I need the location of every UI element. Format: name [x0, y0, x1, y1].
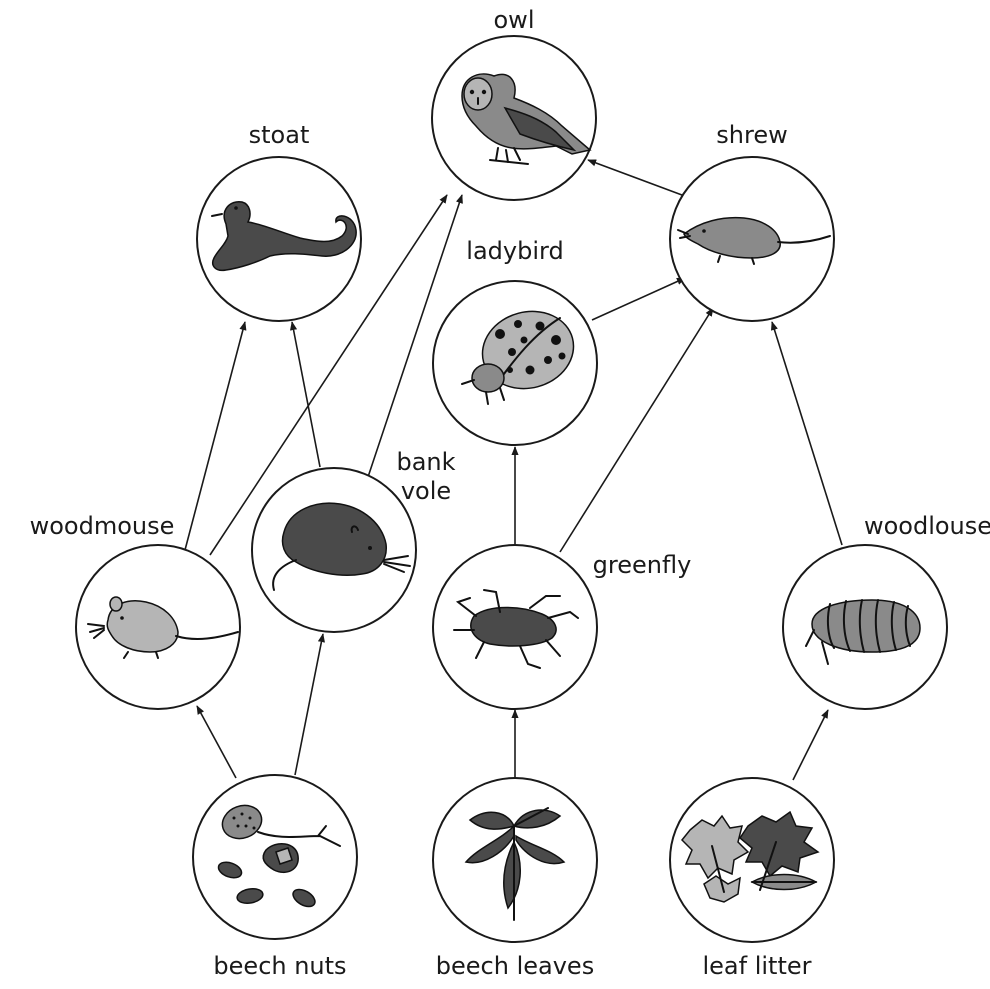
- beech-nuts-label: beech nuts: [213, 952, 346, 980]
- stoat-label: stoat: [249, 121, 310, 149]
- owl-label: owl: [494, 6, 535, 34]
- shrew-label: shrew: [716, 121, 787, 149]
- arrow-beech-nuts-to-woodmouse: [197, 706, 236, 778]
- node-woodlouse: woodlouse: [783, 512, 990, 709]
- node-woodmouse: woodmouse: [30, 512, 240, 709]
- woodlouse-label: woodlouse: [864, 512, 990, 540]
- node-shrew: shrew: [670, 121, 834, 321]
- arrow-woodlouse-to-shrew: [772, 322, 842, 545]
- node-owl: owl: [432, 6, 596, 200]
- node-ladybird: ladybird: [433, 237, 597, 445]
- node-beech-nuts: beech nuts: [193, 775, 357, 980]
- node-leaf-litter: leaf litter: [670, 778, 834, 980]
- ladybird-label: ladybird: [466, 237, 563, 265]
- leaf-litter-label: leaf litter: [702, 952, 811, 980]
- node-greenfly: greenfly: [433, 545, 691, 709]
- bank-vole-label-line2: vole: [401, 477, 451, 505]
- node-stoat: stoat: [197, 121, 361, 321]
- node-bank-vole: bank vole: [252, 448, 456, 632]
- arrow-ladybird-to-shrew: [592, 278, 685, 320]
- woodmouse-label: woodmouse: [30, 512, 175, 540]
- greenfly-label: greenfly: [593, 551, 692, 579]
- beech-leaves-label: beech leaves: [436, 952, 594, 980]
- arrow-shrew-to-owl: [588, 160, 690, 198]
- bank-vole-label-line1: bank: [396, 448, 455, 476]
- arrow-leaf-litter-to-woodlouse: [793, 710, 828, 780]
- node-beech-leaves: beech leaves: [433, 778, 597, 980]
- arrow-beech-nuts-to-bank-vole: [295, 634, 323, 775]
